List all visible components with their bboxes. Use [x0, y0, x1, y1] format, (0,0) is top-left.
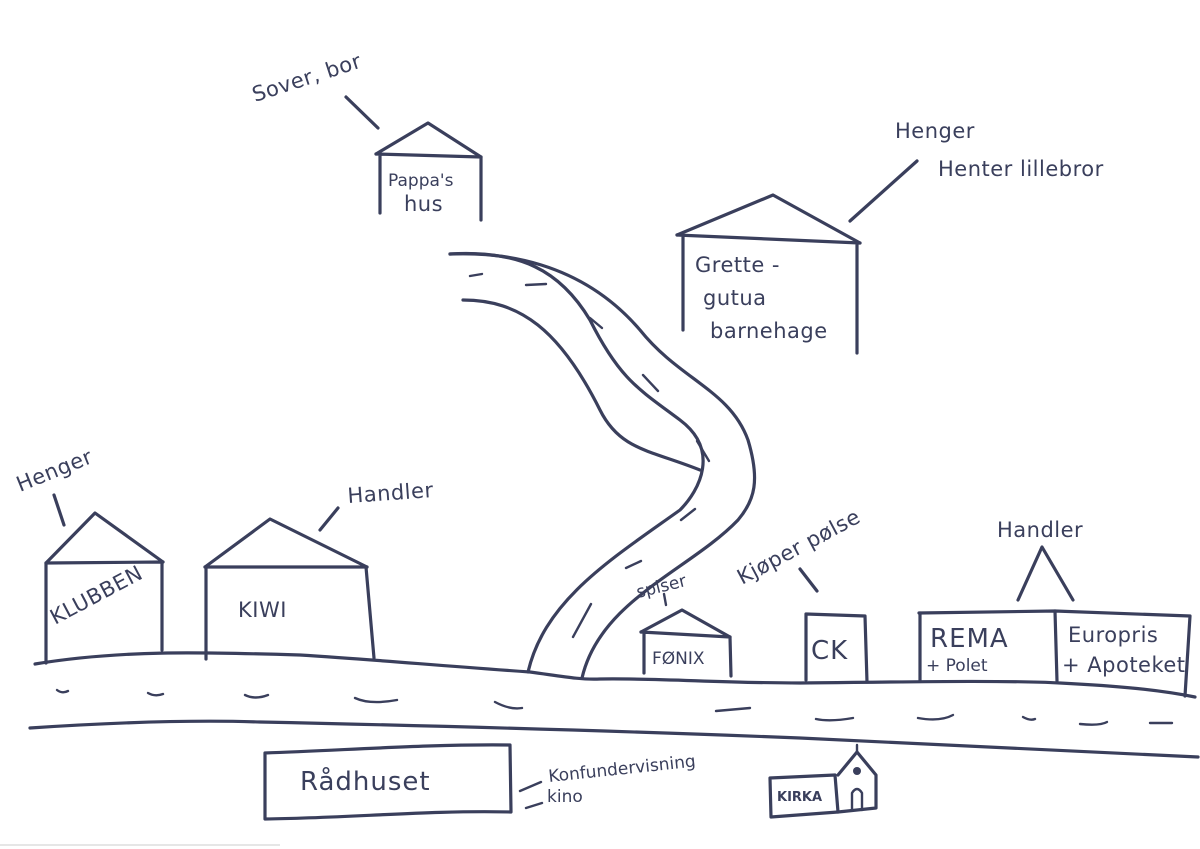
barnehage-pointer — [848, 159, 919, 223]
fonix-walls — [639, 630, 733, 678]
fonix-activity: spiser — [634, 571, 688, 603]
pappas-hus-name-line2: hus — [404, 192, 443, 216]
klubben-roof — [44, 511, 165, 565]
radhuset-name: Rådhuset — [300, 766, 431, 797]
rema-europris-walls — [918, 609, 1059, 683]
radhuset-pointer-1 — [518, 780, 543, 793]
kiwi-roof — [203, 517, 369, 569]
rema-europris-roofline — [917, 609, 1192, 698]
radhuset[interactable]: Rådhuset Konfundervisning kino — [263, 743, 697, 821]
pappas-hus-pointer — [344, 95, 380, 130]
fonix-roof — [639, 608, 732, 639]
main-street-center-dashes — [55, 688, 1174, 726]
kirka-tower — [836, 750, 878, 814]
winding-road-left-edge — [448, 251, 705, 674]
kiwi-name: KIWI — [238, 598, 287, 622]
main-street-top-edge — [33, 651, 1197, 699]
radhuset-activity-line2: kino — [547, 787, 583, 807]
pappas-hus-walls — [374, 152, 483, 222]
radhuset-pointer-2 — [524, 801, 544, 810]
rema[interactable]: REMA + Polet — [926, 624, 1009, 676]
pappas-hus-name-line1: Pappa's — [388, 171, 454, 191]
klubben-pointer — [52, 493, 66, 527]
fonix[interactable]: FØNIX spiser — [634, 571, 733, 678]
rema-europris-block: Handler REMA + Polet Europris + Apoteket — [917, 518, 1192, 698]
rema-name-line1: REMA — [930, 624, 1009, 654]
ck-pointer — [798, 567, 819, 593]
ck-activity: Kjøper pølse — [733, 504, 864, 589]
winding-road — [448, 251, 757, 680]
radhuset-walls — [263, 743, 513, 821]
barnehage-activity-line2: Henter lillebror — [938, 157, 1104, 181]
winding-road-center-dashes — [468, 272, 711, 639]
pappas-hus[interactable]: Pappa's hus Sover, bor — [249, 49, 483, 222]
kirka[interactable]: KIRKA — [768, 743, 878, 819]
kiwi-activity: Handler — [347, 478, 435, 508]
fonix-pointer — [662, 592, 668, 607]
europris[interactable]: Europris + Apoteket — [1062, 623, 1186, 677]
pappas-hus-roof — [374, 121, 483, 159]
rema-europris-activity: Handler — [997, 518, 1083, 542]
grettegutua-barnehage[interactable]: Grette - gutua barnehage Henger Henter l… — [675, 119, 1104, 355]
kirka-door — [850, 787, 864, 812]
barnehage-walls — [675, 233, 862, 355]
radhuset-activity-line1: Konfundervisning — [547, 752, 696, 787]
rema-europris-pointer — [1016, 545, 1075, 602]
ck-walls — [804, 612, 869, 684]
ck-name: CK — [811, 636, 848, 666]
kiwi[interactable]: KIWI Handler — [203, 478, 435, 661]
klubben-activity: Henger — [13, 444, 96, 496]
barnehage-activity-line1: Henger — [895, 119, 975, 143]
winding-road-right-edge — [448, 252, 757, 680]
kirka-rose-window — [853, 767, 861, 775]
europris-name-line2: + Apoteket — [1062, 653, 1186, 677]
barnehage-roof — [675, 193, 862, 245]
europris-name-line1: Europris — [1068, 623, 1158, 647]
fonix-name: FØNIX — [652, 649, 705, 669]
main-street — [28, 651, 1200, 759]
barnehage-name-line1: Grette - — [695, 253, 780, 277]
kiwi-pointer — [318, 506, 340, 532]
klubben-name: KLUBBEN — [46, 561, 147, 630]
barnehage-name-line2: gutua — [703, 286, 767, 310]
main-street-bottom-edge — [28, 719, 1200, 759]
ck[interactable]: CK Kjøper pølse — [733, 504, 869, 684]
klubben[interactable]: KLUBBEN Henger — [13, 444, 165, 665]
kirka-name: KIRKA — [777, 790, 822, 805]
barnehage-name-line3: barnehage — [710, 319, 828, 343]
kiwi-walls — [203, 565, 376, 661]
klubben-walls — [44, 560, 165, 665]
rema-name-line2: + Polet — [926, 656, 988, 676]
